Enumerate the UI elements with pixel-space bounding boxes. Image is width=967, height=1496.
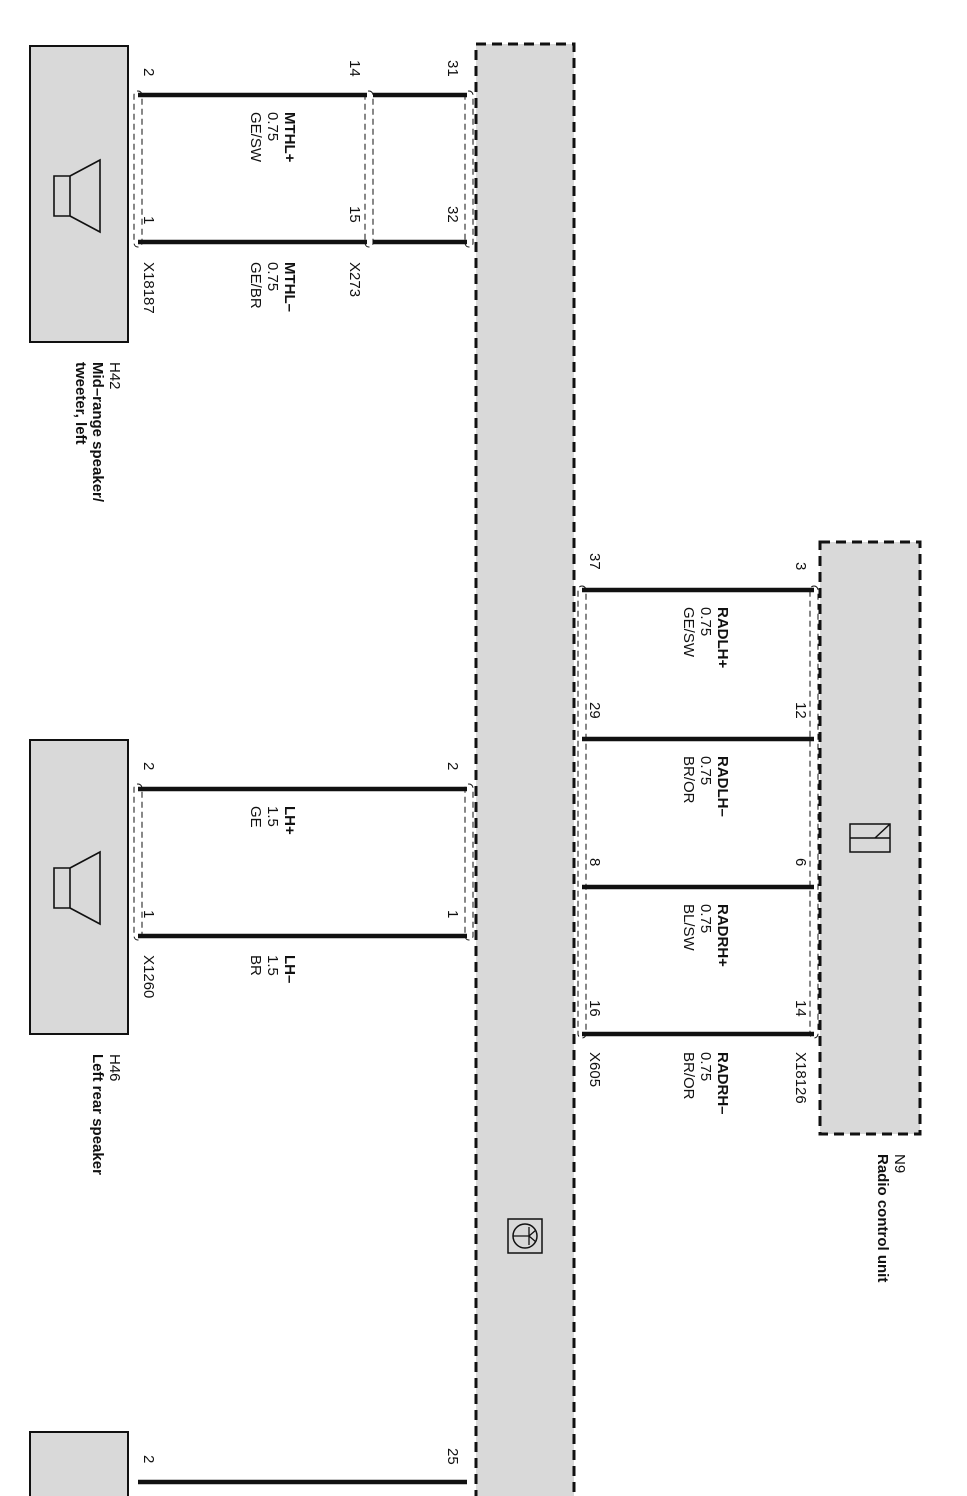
component-name: Mid–range speaker/ bbox=[89, 362, 106, 503]
amplifier-module bbox=[474, 42, 576, 1496]
x605-connector-outline bbox=[577, 585, 587, 1039]
amp-connector-outline bbox=[464, 90, 474, 248]
wire-name-label: RADLH+ bbox=[714, 607, 731, 668]
x18126-connector-outline bbox=[809, 585, 819, 1039]
wire-name-label: MTHL+ bbox=[281, 112, 298, 163]
wire-name-label: LH+ bbox=[281, 806, 298, 835]
wire-name-label: RADRH– bbox=[714, 1052, 731, 1115]
connector-label: X18126 bbox=[792, 1052, 809, 1104]
wire-name-label: RADRH+ bbox=[714, 904, 731, 967]
wire-size-label: 0.75 bbox=[264, 112, 281, 141]
pin-label: 2 bbox=[140, 68, 157, 76]
pin-label: 29 bbox=[586, 702, 603, 719]
wire-size-label: 1.5 bbox=[264, 955, 281, 976]
component-name: Left rear speaker bbox=[89, 1054, 106, 1175]
component-code: H46 bbox=[106, 1054, 123, 1082]
amp-connector-outline bbox=[464, 783, 474, 941]
wire-size-label: 0.75 bbox=[697, 607, 714, 636]
pin-label: 1 bbox=[140, 216, 157, 224]
speaker-icon bbox=[53, 850, 101, 926]
x1260-connector-outline bbox=[133, 783, 143, 941]
wire-name-label: RADLH– bbox=[714, 756, 731, 817]
component-code: H42 bbox=[106, 362, 123, 390]
wire-size-label: 0.75 bbox=[697, 756, 714, 785]
wire-color-label: GE/SW bbox=[680, 607, 697, 658]
speaker-icon bbox=[53, 158, 101, 234]
wire-color-label: BR/OR bbox=[680, 756, 697, 804]
wire-color-label: BR bbox=[247, 955, 264, 976]
wire-name-label: MTHL– bbox=[281, 262, 298, 312]
pin-label: 2 bbox=[444, 762, 461, 770]
wire-name-label: LH– bbox=[281, 955, 298, 983]
h42-speaker-box bbox=[29, 45, 129, 343]
bottom-speaker-box bbox=[29, 1431, 129, 1496]
wire-color-label: GE/SW bbox=[247, 112, 264, 163]
pin-label: 1 bbox=[444, 910, 461, 918]
connector-label: X605 bbox=[586, 1052, 603, 1087]
speaker-icon bbox=[849, 823, 891, 853]
pin-label: 2 bbox=[140, 1455, 157, 1463]
pin-label: 32 bbox=[444, 206, 461, 223]
component-name: tweeter, left bbox=[72, 362, 89, 445]
wire-size-label: 0.75 bbox=[697, 1052, 714, 1081]
wire-size-label: 0.75 bbox=[264, 262, 281, 291]
component-code: N9 bbox=[891, 1154, 908, 1173]
pin-label: 37 bbox=[586, 553, 603, 570]
pin-label: 15 bbox=[346, 206, 363, 223]
connector-label: X1260 bbox=[140, 955, 157, 998]
component-name: Radio control unit bbox=[874, 1154, 891, 1282]
wire-color-label: BR/OR bbox=[680, 1052, 697, 1100]
pin-label: 12 bbox=[792, 702, 809, 719]
pin-label: 8 bbox=[586, 858, 603, 866]
connector-label: X273 bbox=[346, 262, 363, 297]
pin-label: 16 bbox=[586, 1000, 603, 1017]
x18187-connector-outline bbox=[133, 90, 143, 248]
x273-connector-outline bbox=[364, 90, 374, 248]
wire-color-label: GE bbox=[247, 806, 264, 828]
wire-size-label: 0.75 bbox=[697, 904, 714, 933]
pin-label: 1 bbox=[140, 910, 157, 918]
pin-label: 3 bbox=[792, 562, 809, 570]
pin-label: 31 bbox=[444, 60, 461, 77]
amplifier-module-icon bbox=[507, 1218, 543, 1254]
h46-speaker-box bbox=[29, 739, 129, 1035]
connector-label: X18187 bbox=[140, 262, 157, 314]
wire-color-label: GE/BR bbox=[247, 262, 264, 309]
pin-label: 2 bbox=[140, 762, 157, 770]
pin-label: 14 bbox=[346, 60, 363, 77]
pin-label: 25 bbox=[444, 1448, 461, 1465]
wire-size-label: 1.5 bbox=[264, 806, 281, 827]
pin-label: 14 bbox=[792, 1000, 809, 1017]
pin-label: 6 bbox=[792, 858, 809, 866]
wire-color-label: BL/SW bbox=[680, 904, 697, 952]
